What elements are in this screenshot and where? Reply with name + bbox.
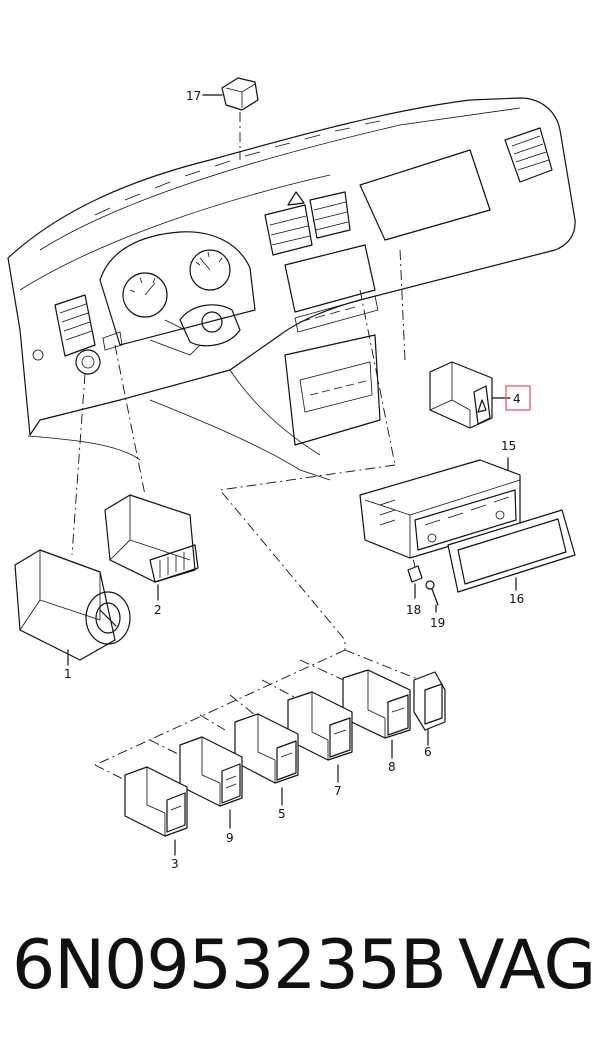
part-1-headlight-switch [14, 549, 131, 666]
callout-9: 9 [226, 831, 234, 845]
callout-18: 18 [406, 603, 421, 617]
part-2-dimmer-switch [104, 494, 199, 601]
part-18-clip [407, 565, 423, 599]
callout-4: 4 [513, 392, 521, 406]
part-3-switch [124, 766, 188, 856]
part-19-screw [425, 580, 439, 613]
part-9-switch [179, 736, 243, 829]
callout-15: 15 [501, 439, 516, 453]
brand-text: VAG [458, 926, 596, 1005]
callout-3: 3 [171, 857, 179, 871]
part-17-switch [202, 77, 259, 111]
callout-1: 1 [64, 667, 72, 681]
callout-8: 8 [388, 760, 396, 774]
callout-17: 17 [186, 89, 201, 103]
part-4-hazard-switch [429, 361, 531, 429]
part-6-switch [413, 671, 446, 746]
part-16-trim-frame [447, 509, 576, 593]
exploded-parts-diagram: 17 4 15 16 18 19 2 1 6 8 7 5 9 3 [7, 77, 576, 871]
callout-4-highlight-box [505, 385, 531, 411]
callout-2: 2 [154, 603, 162, 617]
callout-7: 7 [334, 784, 342, 798]
part-8-switch [342, 669, 411, 759]
callout-5: 5 [278, 807, 286, 821]
part-number-text: 6N0953235B [12, 926, 447, 1005]
callout-16: 16 [509, 592, 524, 606]
caption-bar: 6N0953235B VAG [0, 920, 600, 1040]
callout-6: 6 [424, 745, 432, 759]
callout-19: 19 [430, 616, 445, 630]
dashboard-outline [7, 97, 576, 481]
callout-labels: 17 4 15 16 18 19 2 1 6 8 7 5 9 3 [64, 89, 524, 871]
